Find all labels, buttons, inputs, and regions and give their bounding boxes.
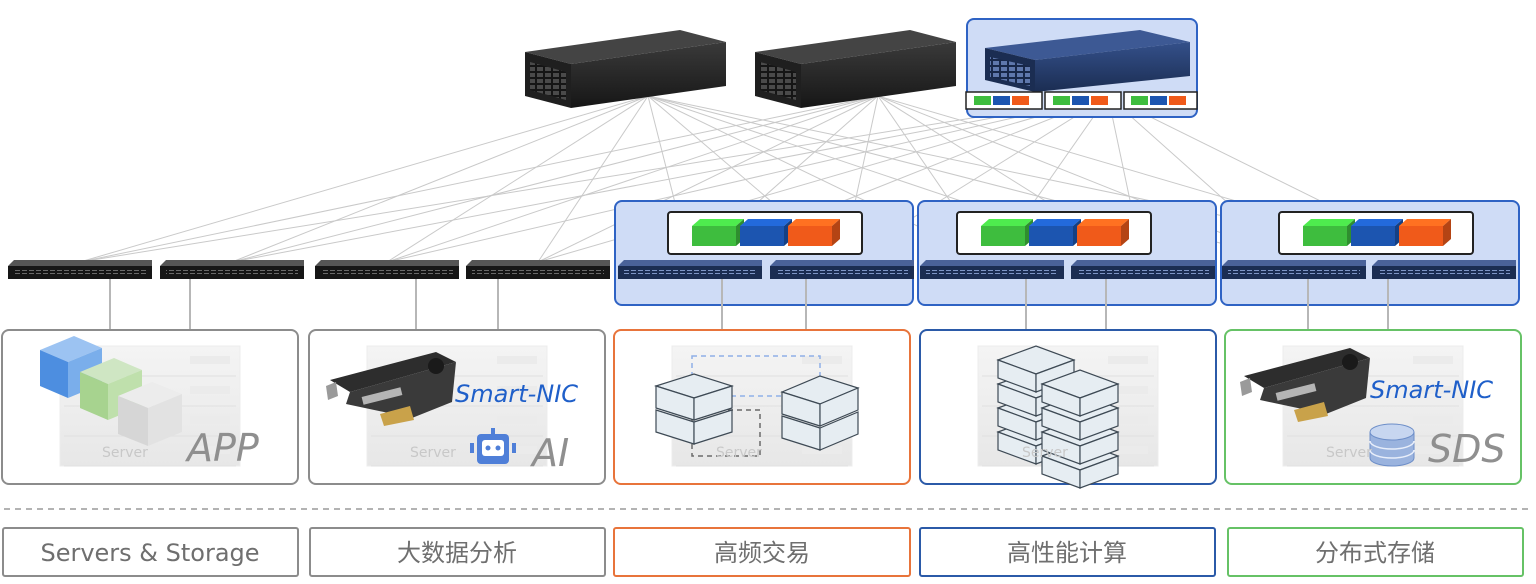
- linked-servers-icon: [654, 355, 860, 457]
- robot-icon: [470, 428, 516, 464]
- spine-function-modules: [965, 91, 1198, 110]
- category-label-servers-storage: Servers & Storage: [40, 539, 259, 567]
- server-stack-icon: [996, 345, 1120, 489]
- leaf-switch-9: [1222, 260, 1366, 279]
- overlay-label-app: APP: [184, 426, 259, 470]
- overlay-label-sds: SDS: [1428, 427, 1506, 471]
- smart-nic-card-icon: [326, 352, 456, 426]
- function-block-2-2: [1029, 219, 1081, 246]
- leaf-switch-8: [1071, 260, 1215, 279]
- function-block-2-1: [981, 219, 1033, 246]
- overlay-label-ai: AI: [529, 431, 569, 475]
- function-block-3-2: [1351, 219, 1403, 246]
- server-watermark-1: Server: [102, 445, 148, 461]
- link-spine3-leaf3: [386, 95, 1109, 263]
- leaf-switch-4: [466, 260, 610, 279]
- smart-nic-label-ai: Smart-NIC: [455, 380, 578, 408]
- server-watermark-3: Server: [716, 445, 762, 461]
- link-spine1-leaf3: [386, 95, 649, 263]
- link-spine3-leaf2: [231, 95, 1109, 263]
- app-cubes-icon: [40, 336, 182, 446]
- leaf-switch-5: [618, 260, 762, 279]
- function-block-1-3: [788, 219, 840, 246]
- server-watermark-4: Server: [1022, 445, 1068, 461]
- link-spine1-leaf2: [231, 95, 649, 263]
- category-label-big-data: 大数据分析: [397, 539, 517, 567]
- database-icon: [1369, 423, 1415, 467]
- link-spine2-leaf4: [537, 95, 879, 263]
- leaf-function-blocks: [692, 219, 1451, 246]
- leaf-group-storage: [1220, 200, 1520, 306]
- leaf-group-hpc: [917, 200, 1217, 306]
- function-block-1-2: [740, 219, 792, 246]
- spine-leaf-links: [79, 95, 1445, 263]
- category-label-distributed-storage: 分布式存储: [1315, 539, 1435, 567]
- leaf-switch-3: [315, 260, 459, 279]
- leaf-switch-6: [770, 260, 914, 279]
- smart-nic-label-sds: Smart-NIC: [1370, 376, 1493, 404]
- function-block-3-3: [1399, 219, 1451, 246]
- link-spine2-leaf2: [231, 95, 879, 263]
- leaf-switches: [8, 260, 1516, 279]
- smart-nic-card-icon-sds: [1240, 348, 1370, 422]
- spine-switch-1: [525, 30, 726, 108]
- leaf-switch-2: [160, 260, 304, 279]
- function-block-3-1: [1303, 219, 1355, 246]
- leaf-switch-1: [8, 260, 152, 279]
- leaf-switch-7: [920, 260, 1064, 279]
- server-watermark-5: Server: [1326, 445, 1372, 461]
- leaf-group-hft: [614, 200, 914, 306]
- spine-switch-3-highlighted: [965, 18, 1198, 118]
- function-block-2-3: [1077, 219, 1129, 246]
- link-spine1-leaf1: [79, 95, 649, 263]
- leaf-server-links: [109, 279, 1389, 330]
- link-spine3-leaf1: [79, 95, 1109, 263]
- server-watermark-2: Server: [410, 445, 456, 461]
- spine-switch-2: [755, 30, 956, 108]
- category-label-hpc: 高性能计算: [1007, 539, 1127, 567]
- function-block-1-1: [692, 219, 744, 246]
- category-boxes: [2, 527, 1524, 577]
- link-spine2-leaf1: [79, 95, 879, 263]
- leaf-switch-10: [1372, 260, 1516, 279]
- link-spine2-leaf3: [386, 95, 879, 263]
- category-label-hft: 高频交易: [714, 539, 810, 567]
